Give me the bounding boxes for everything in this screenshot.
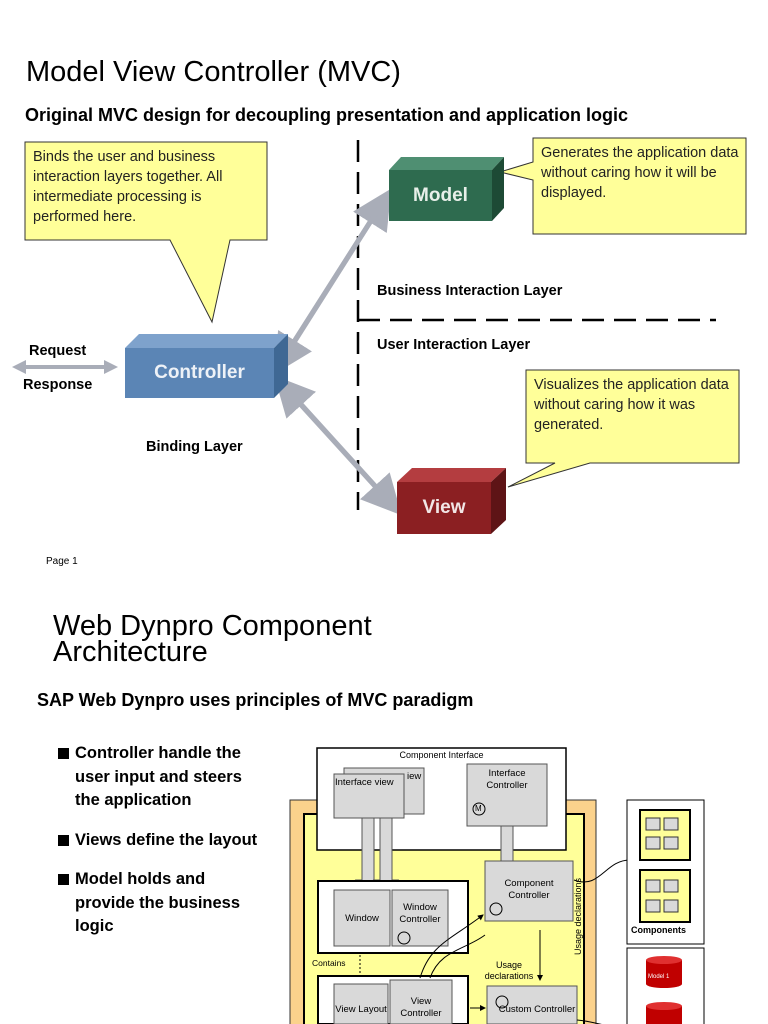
slide1-subtitle: Original MVC design for decoupling prese… bbox=[25, 105, 629, 125]
view-callout-text: Visualizes the application data without … bbox=[534, 377, 729, 433]
model-label: Model bbox=[413, 185, 468, 206]
view-controller-label: View Controller bbox=[400, 996, 442, 1019]
view-label: View bbox=[422, 497, 466, 518]
mvc-diagram bbox=[12, 137, 747, 534]
usage-declarations-vertical-label: Usage declarations bbox=[573, 877, 583, 955]
custom-controller-label: Custom Controller bbox=[498, 1004, 576, 1015]
view-layout-box bbox=[333, 983, 389, 1024]
binding-layer-label: Binding Layer bbox=[146, 439, 243, 455]
user-layer-label: User Interaction Layer bbox=[377, 337, 531, 353]
model-callout-text: Generates the application data without c… bbox=[541, 145, 739, 201]
model-badge-label: Model 1 bbox=[648, 974, 670, 980]
web-dynpro-diagram bbox=[289, 747, 705, 1024]
component-controller-label: Component Controller bbox=[504, 878, 554, 901]
response-label: Response bbox=[23, 377, 93, 393]
bullet-square-icon bbox=[58, 834, 69, 846]
slide2-title: Web Dynpro Component Architecture bbox=[53, 610, 372, 668]
slide2-subtitle: SAP Web Dynpro uses principles of MVC pa… bbox=[37, 690, 474, 710]
model-cylinder-icon bbox=[646, 956, 682, 988]
model-callout bbox=[498, 137, 747, 235]
bullet-list: Controller handle the user input and ste… bbox=[56, 742, 266, 955]
custom-controller-box bbox=[486, 985, 578, 1024]
bullet-item: Views define the layout bbox=[56, 829, 266, 853]
interface-view-partial-label: iew bbox=[407, 771, 422, 782]
interface-controller-box bbox=[466, 763, 548, 827]
component-controller-box bbox=[484, 860, 574, 922]
bullet-square-icon bbox=[58, 748, 69, 759]
contains-label: Contains bbox=[312, 958, 346, 968]
window-label: Window bbox=[345, 913, 379, 924]
controller-callout-text: Binds the user and business interaction … bbox=[33, 149, 223, 225]
request-response-arrow bbox=[12, 360, 118, 374]
view-layout-label: View Layout bbox=[335, 1004, 387, 1015]
bullet-item: Model holds and provide the business log… bbox=[56, 868, 266, 939]
interface-controller-label: Interface Controller bbox=[486, 768, 528, 791]
controller-callout bbox=[24, 141, 268, 324]
interface-view-label: Interface view bbox=[335, 777, 394, 788]
usage-declarations-label: Usage declarations bbox=[484, 960, 534, 981]
business-layer-label: Business Interaction Layer bbox=[377, 283, 563, 299]
view-callout bbox=[507, 369, 740, 488]
bullet-item: Controller handle the user input and ste… bbox=[56, 742, 266, 813]
controller-label: Controller bbox=[154, 362, 245, 383]
controller-box bbox=[125, 334, 288, 398]
view-controller-box bbox=[389, 979, 453, 1024]
view-controller-arrow bbox=[274, 375, 397, 510]
bullet-square-icon bbox=[58, 874, 69, 885]
view-box bbox=[397, 468, 506, 534]
page-number: Page 1 bbox=[46, 556, 78, 567]
component-interface-label: Component Interface bbox=[399, 750, 484, 760]
m-badge: M bbox=[475, 804, 482, 813]
window-controller-label: Window Controller bbox=[399, 902, 441, 925]
components-label: Components bbox=[631, 925, 686, 935]
model-cylinder-icon bbox=[646, 1002, 682, 1024]
model-m-icon bbox=[472, 802, 486, 816]
slide1-title: Model View Controller (MVC) bbox=[26, 56, 401, 88]
window-box bbox=[333, 889, 391, 947]
request-label: Request bbox=[29, 343, 87, 359]
model-box bbox=[389, 157, 504, 221]
window-controller-box bbox=[391, 889, 449, 947]
model-controller-arrow bbox=[273, 195, 389, 375]
